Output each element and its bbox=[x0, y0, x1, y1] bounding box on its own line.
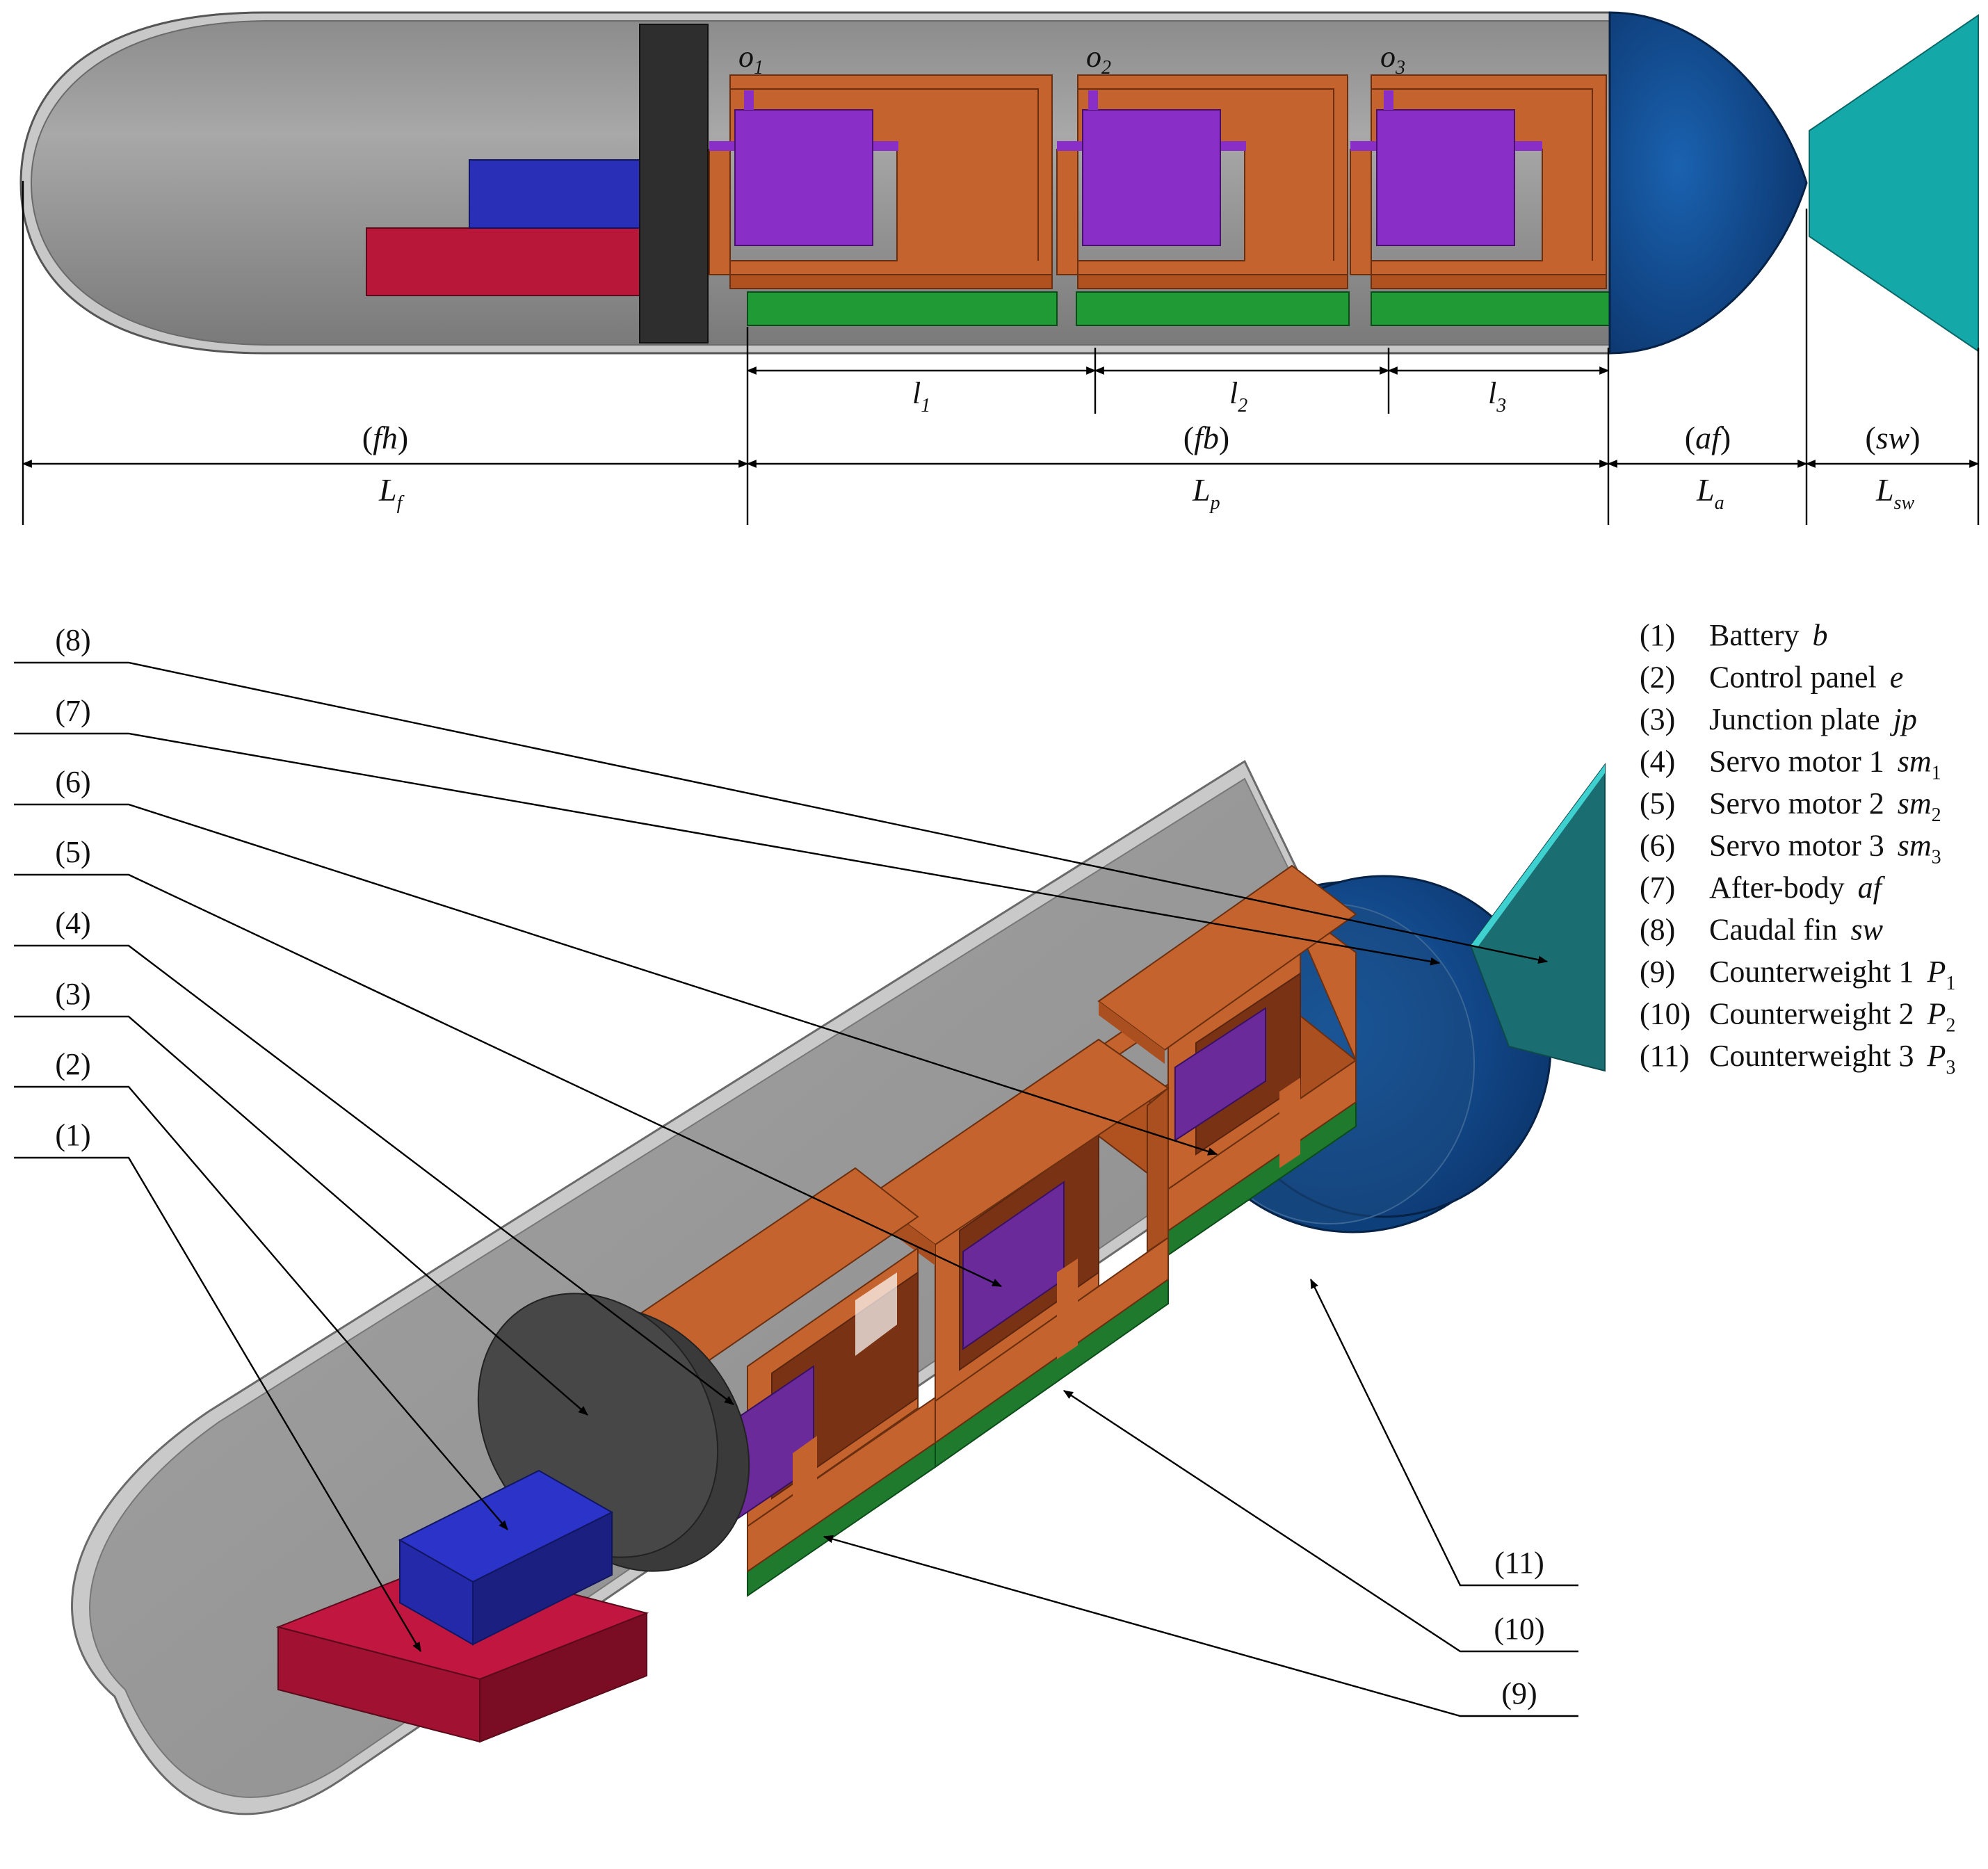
legend-label: Battery b bbox=[1709, 618, 1828, 652]
dim-Lp: Lp bbox=[1192, 472, 1220, 514]
legend-label: Servo motor 2 sm2 bbox=[1709, 786, 1941, 826]
legend-item: (8) Caudal fin sw bbox=[1640, 913, 1884, 947]
legend-item: (6) Servo motor 3 sm3 bbox=[1640, 829, 1941, 868]
dim-l2: l2 bbox=[1229, 376, 1247, 416]
callout-1: (1) bbox=[55, 1118, 90, 1152]
bracket-3-base bbox=[1371, 274, 1607, 289]
side-view: o1 o2 o3 bbox=[19, 11, 1979, 355]
legend-number: (10) bbox=[1640, 997, 1690, 1031]
legend-number: (6) bbox=[1640, 829, 1675, 863]
section-fb-tag: (fb) bbox=[1183, 420, 1229, 455]
after-body-side bbox=[1608, 11, 1808, 355]
servo-1-body bbox=[734, 109, 873, 246]
dim-l1: l1 bbox=[912, 376, 930, 416]
dim-l3: l3 bbox=[1488, 376, 1506, 416]
legend-label: After-body af bbox=[1709, 871, 1886, 905]
legend-number: (1) bbox=[1640, 618, 1675, 652]
callout-2: (2) bbox=[55, 1047, 90, 1081]
legend-number: (2) bbox=[1640, 661, 1675, 695]
marker-o3: o3 bbox=[1380, 40, 1405, 79]
component-legend: (1) Battery b (2) Control panel e (3) Junctio… bbox=[1640, 618, 1955, 1078]
callout-10: (10) bbox=[1494, 1612, 1544, 1646]
servo-2-body bbox=[1082, 109, 1221, 246]
dim-Lsw: Lsw bbox=[1875, 472, 1914, 514]
caudal-fin-side bbox=[1809, 14, 1979, 353]
marker-o1: o1 bbox=[738, 40, 763, 79]
bracket-3-left bbox=[1350, 149, 1372, 275]
callout-3: (3) bbox=[55, 977, 90, 1011]
callout-6: (6) bbox=[55, 765, 90, 799]
dim-La: La bbox=[1696, 472, 1724, 514]
dimension-lines: l1 l2 l3 (fh) (fb) (af) (sw) Lf Lp La Ls… bbox=[22, 181, 1980, 525]
bracket-1-base bbox=[729, 274, 1053, 289]
servo-3-shaft bbox=[1384, 90, 1393, 110]
legend-label: Servo motor 1 sm1 bbox=[1709, 745, 1941, 784]
legend-number: (11) bbox=[1640, 1039, 1690, 1073]
bracket-2-left bbox=[1056, 149, 1078, 275]
section-af-tag: (af) bbox=[1685, 420, 1731, 455]
legend-number: (7) bbox=[1640, 871, 1675, 905]
legend-item: (4) Servo motor 1 sm1 bbox=[1640, 745, 1941, 784]
callout-4: (4) bbox=[55, 906, 90, 940]
legend-number: (5) bbox=[1640, 786, 1675, 820]
junction-plate-side bbox=[639, 24, 709, 343]
segment-2 bbox=[1056, 74, 1350, 326]
legend-label: Servo motor 3 sm3 bbox=[1709, 829, 1941, 868]
caudal-fin-iso-edge bbox=[1471, 765, 1605, 947]
legend-label: Counterweight 3 P3 bbox=[1709, 1039, 1955, 1078]
servo-3-body bbox=[1376, 109, 1515, 246]
legend-number: (8) bbox=[1640, 913, 1675, 947]
legend-item: (11) Counterweight 3 P3 bbox=[1640, 1039, 1955, 1078]
legend-item: (10) Counterweight 2 P2 bbox=[1640, 997, 1955, 1037]
counterweight-2-side bbox=[1076, 291, 1350, 326]
leader-lines bbox=[14, 661, 1578, 1717]
callout-5: (5) bbox=[55, 835, 90, 869]
legend-item: (7) After-body af bbox=[1640, 871, 1886, 905]
segment-3 bbox=[1350, 74, 1610, 326]
legend-label: Counterweight 1 P1 bbox=[1709, 955, 1955, 994]
legend-item: (2) Control panel e bbox=[1640, 661, 1903, 695]
callout-11: (11) bbox=[1494, 1546, 1544, 1580]
bracket-2-base bbox=[1077, 274, 1348, 289]
section-fh-tag: (fh) bbox=[362, 420, 408, 455]
callout-7: (7) bbox=[55, 694, 90, 728]
segment-1 bbox=[709, 74, 1058, 326]
legend-item: (1) Battery b bbox=[1640, 618, 1828, 652]
legend-label: Junction plate jp bbox=[1709, 702, 1917, 736]
legend-item: (3) Junction plate jp bbox=[1640, 702, 1917, 736]
legend-number: (3) bbox=[1640, 702, 1675, 736]
battery-side bbox=[366, 227, 642, 296]
legend-label: Caudal fin sw bbox=[1709, 913, 1884, 947]
control-panel-side bbox=[469, 159, 642, 229]
counterweight-1-side bbox=[747, 291, 1058, 326]
legend-number: (4) bbox=[1640, 745, 1675, 779]
legend-item: (5) Servo motor 2 sm2 bbox=[1640, 786, 1941, 826]
isometric-view bbox=[71, 759, 1606, 1815]
marker-o2: o2 bbox=[1086, 40, 1111, 79]
servo-1-shaft bbox=[744, 90, 754, 110]
callout-8: (8) bbox=[55, 623, 90, 657]
bracket-1-left bbox=[709, 149, 731, 275]
counterweight-3-side bbox=[1371, 291, 1610, 326]
dim-Lf: Lf bbox=[378, 472, 405, 514]
legend-item: (9) Counterweight 1 P1 bbox=[1640, 955, 1955, 994]
servo-2-shaft bbox=[1088, 90, 1098, 110]
legend-number: (9) bbox=[1640, 955, 1675, 989]
callout-labels: (8) (7) (6) (5) (4) (3) (2) (1) (11) (10… bbox=[55, 623, 1544, 1710]
callout-9: (9) bbox=[1501, 1676, 1537, 1710]
legend-label: Control panel e bbox=[1709, 661, 1903, 695]
legend-label: Counterweight 2 P2 bbox=[1709, 997, 1955, 1037]
section-sw-tag: (sw) bbox=[1865, 420, 1920, 455]
